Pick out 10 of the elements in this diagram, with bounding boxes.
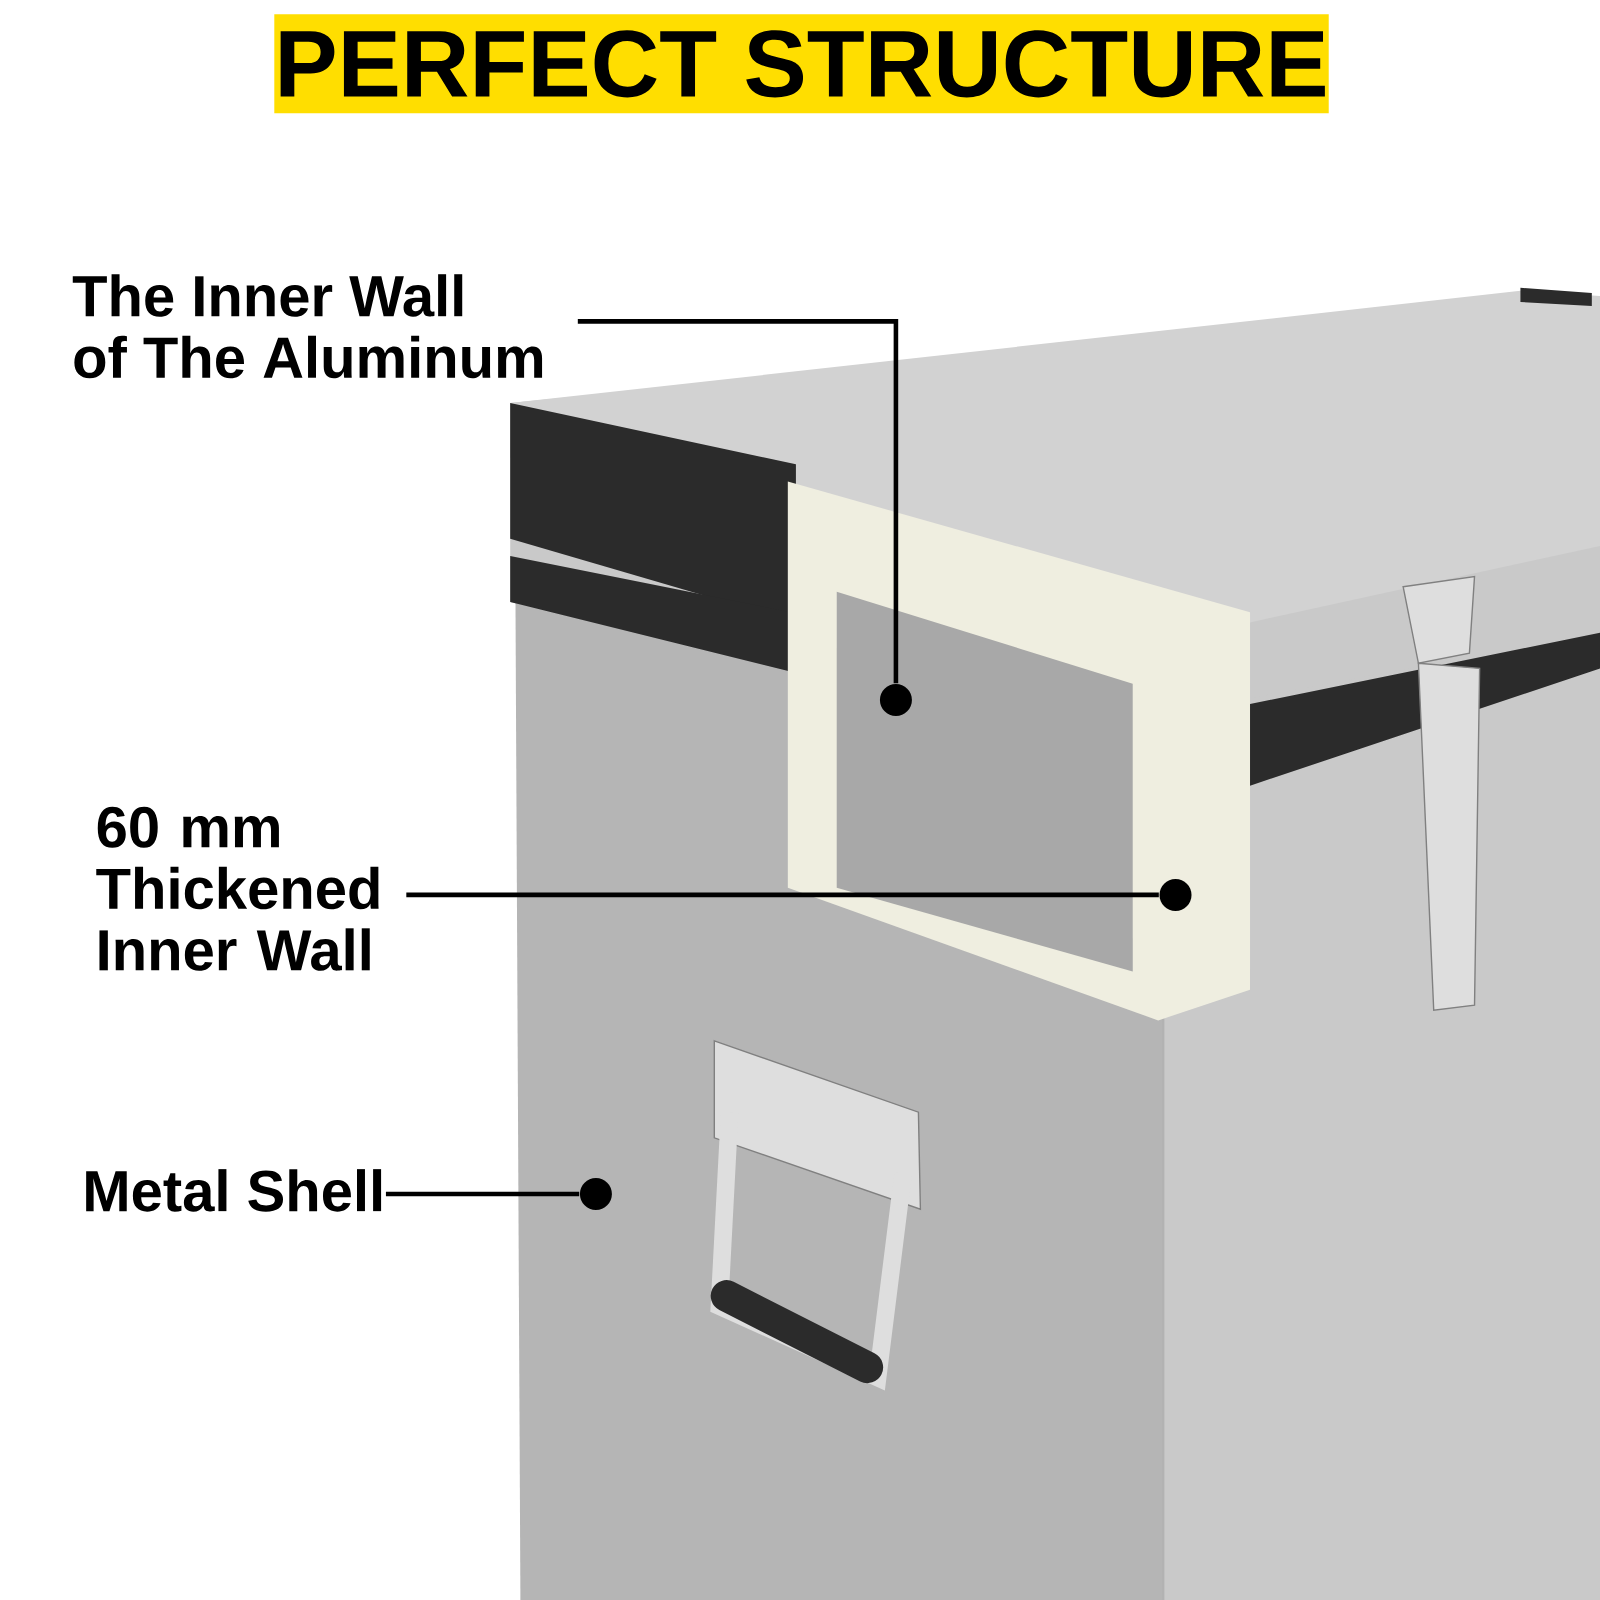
callout-dot	[579, 1177, 612, 1210]
callout-dot	[879, 684, 912, 716]
callout-label: Metal Shell	[86, 1169, 382, 1212]
callout-label: The Inner Wall of The Aluminum	[72, 274, 543, 379]
leader-line	[385, 1191, 580, 1197]
title-banner: PERFECT STRUCTURE	[274, 14, 1329, 114]
callout-label: 60 mm Thickened Inner Wall	[96, 806, 379, 971]
leader-line	[577, 319, 899, 684]
leader-line	[406, 892, 1159, 898]
callout-dot	[1159, 878, 1192, 911]
